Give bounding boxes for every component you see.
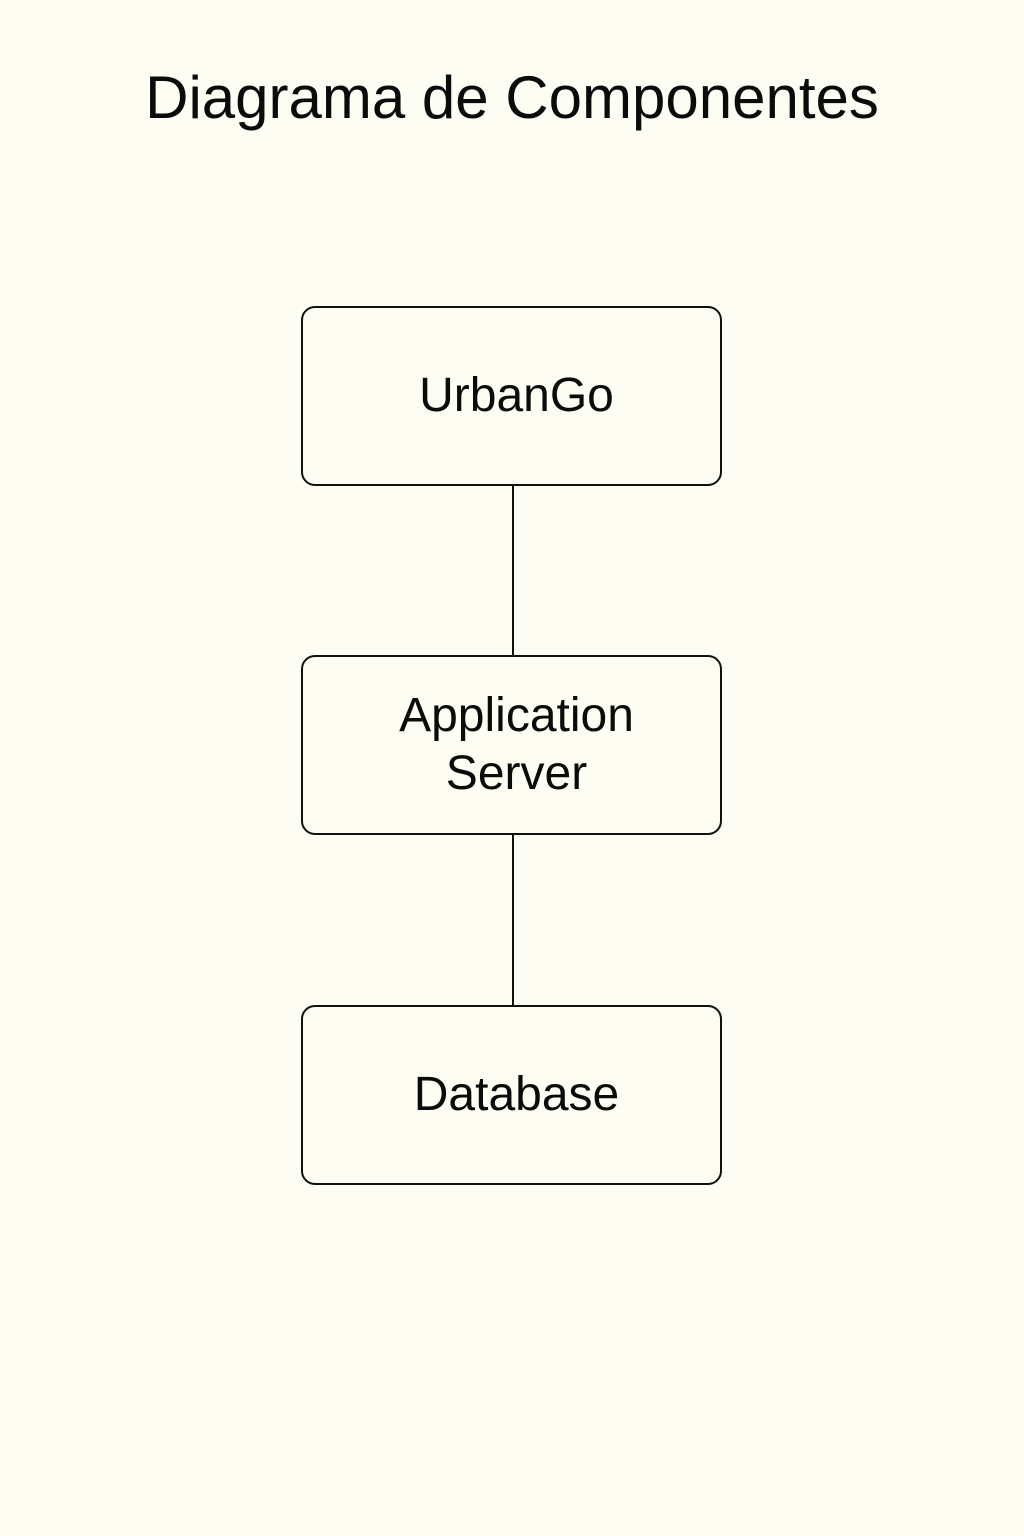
connector-app-server-database bbox=[512, 835, 514, 1005]
component-application-server: Application Server bbox=[301, 655, 722, 835]
diagram-title: Diagrama de Componentes bbox=[145, 64, 879, 131]
component-label: Application Server bbox=[399, 689, 634, 800]
component-label: UrbanGo bbox=[419, 369, 614, 422]
component-label: Database bbox=[413, 1068, 620, 1121]
component-database: Database bbox=[301, 1005, 722, 1185]
connector-urbango-app-server bbox=[512, 486, 514, 655]
component-urbango: UrbanGo bbox=[301, 306, 722, 486]
